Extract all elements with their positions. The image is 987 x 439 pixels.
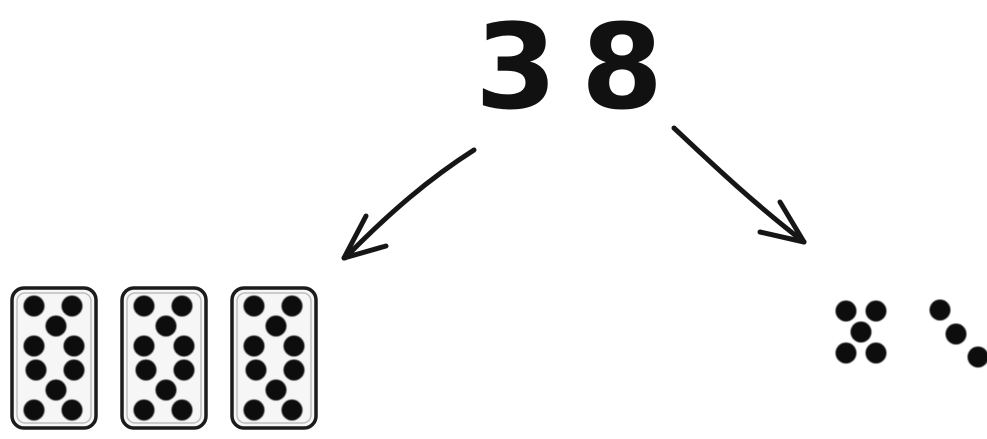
card-dot <box>23 399 45 421</box>
one-dot <box>945 323 967 345</box>
card-dot <box>133 399 155 421</box>
card-dot <box>283 335 305 357</box>
card-inner-border <box>236 292 312 424</box>
one-dot <box>835 300 857 322</box>
ten-card <box>10 286 98 430</box>
card-dot <box>243 295 265 317</box>
tens-cards <box>10 286 318 430</box>
one-dot <box>929 299 951 321</box>
card-dot <box>63 359 85 381</box>
one-dot <box>865 342 887 364</box>
ten-card <box>120 286 208 430</box>
card-dot <box>155 379 177 401</box>
card-dot <box>135 359 157 381</box>
card-dot <box>23 335 45 357</box>
card-dot <box>243 399 265 421</box>
card-dot <box>281 399 303 421</box>
card-dot <box>61 295 83 317</box>
card-dot <box>173 335 195 357</box>
card-frame <box>10 286 98 430</box>
card-dot <box>283 359 305 381</box>
ten-card <box>230 286 318 430</box>
card-dot <box>265 315 287 337</box>
one-dot <box>850 321 872 343</box>
one-dot <box>967 346 987 368</box>
card-inner-border <box>16 292 92 424</box>
one-dot <box>865 300 887 322</box>
card-dot <box>173 359 195 381</box>
card-dot <box>155 315 177 337</box>
card-dot <box>281 295 303 317</box>
card-frame <box>230 286 318 430</box>
arrow-to-tens <box>341 147 477 261</box>
card-dot <box>133 335 155 357</box>
arrow-to-ones <box>671 125 807 245</box>
card-dot <box>45 315 67 337</box>
card-dot <box>25 359 47 381</box>
tens-digit: 3 <box>475 0 557 136</box>
card-inner-border <box>126 292 202 424</box>
one-dot <box>835 342 857 364</box>
card-dot <box>45 379 67 401</box>
card-dot <box>265 379 287 401</box>
ones-dots <box>835 299 987 368</box>
card-dot <box>133 295 155 317</box>
card-dot <box>245 359 267 381</box>
card-dot <box>171 399 193 421</box>
card-dot <box>61 399 83 421</box>
card-dot <box>171 295 193 317</box>
card-dot <box>243 335 265 357</box>
card-dot <box>63 335 85 357</box>
ones-digit: 8 <box>581 0 663 136</box>
card-frame <box>120 286 208 430</box>
card-dot <box>23 295 45 317</box>
